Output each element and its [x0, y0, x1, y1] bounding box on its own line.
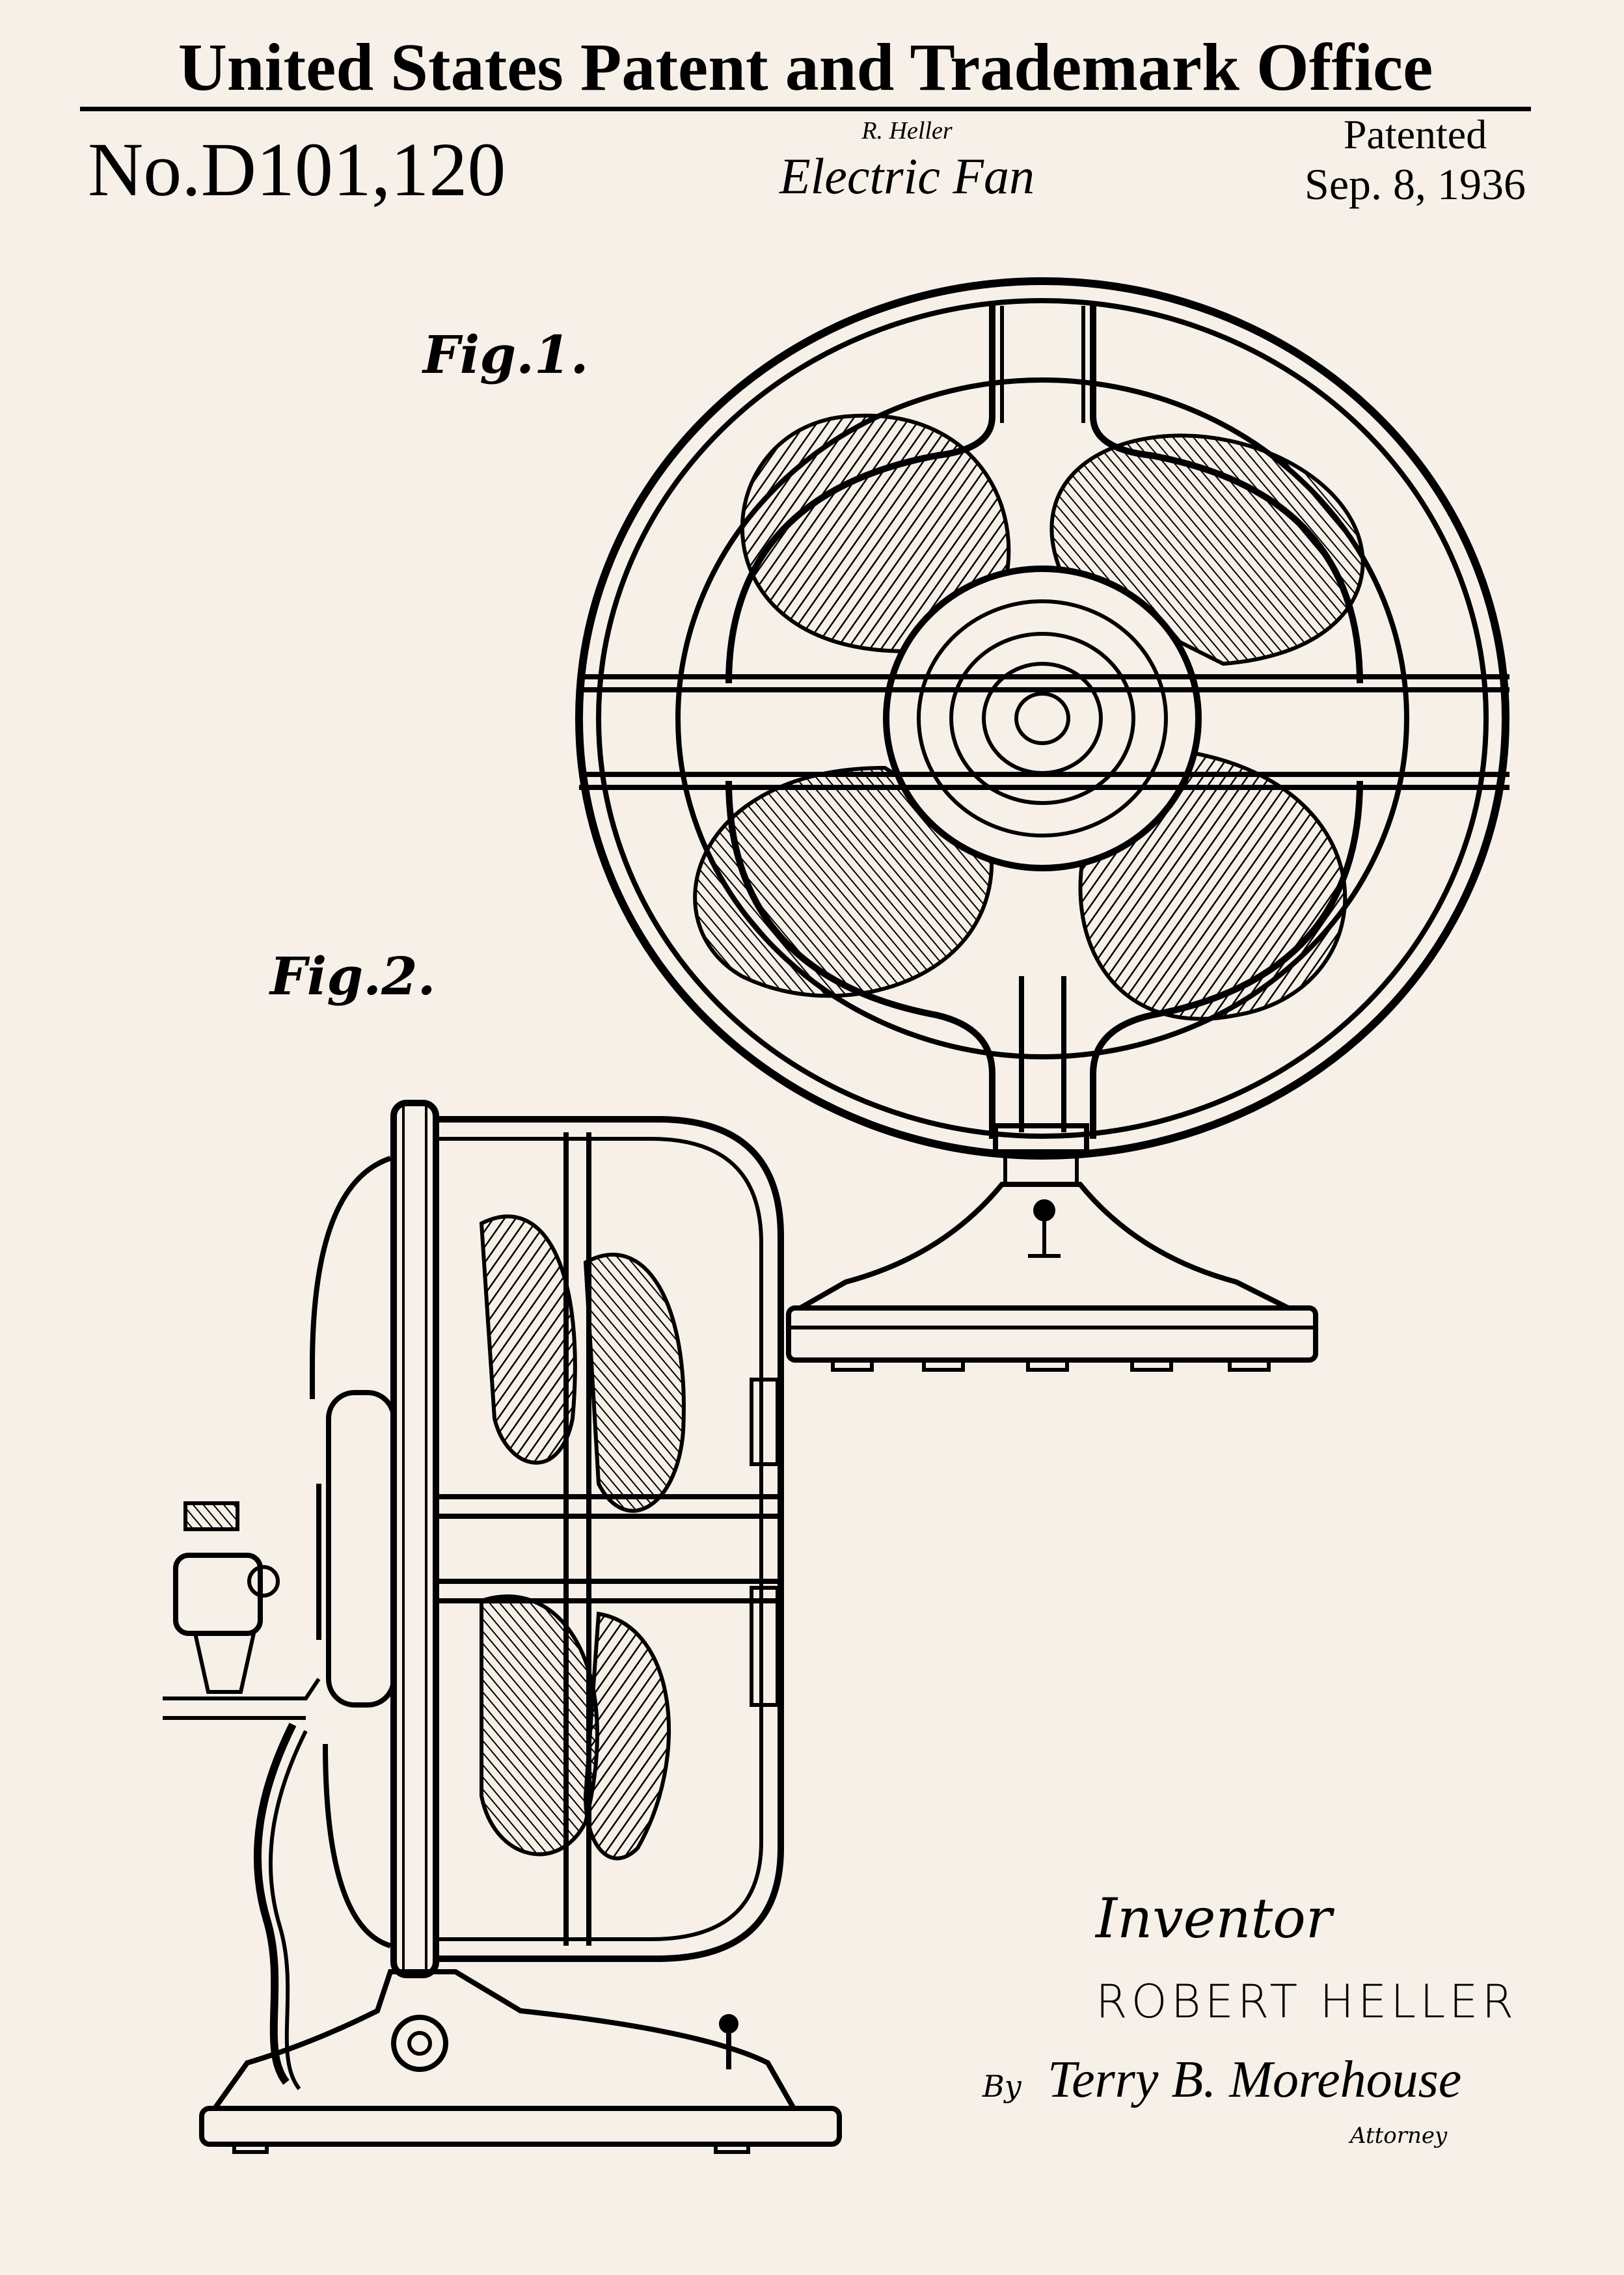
- inventor-short: R. Heller: [861, 117, 953, 144]
- office-title: United States Patent and Trademark Offic…: [178, 30, 1433, 105]
- patent-title: Electric Fan: [779, 148, 1035, 204]
- fig1-front-view: [575, 277, 1509, 1372]
- patented-label: Patented: [1343, 111, 1487, 157]
- patent-date: Sep. 8, 1936: [1305, 159, 1526, 209]
- inventor-name: ROBERT HELLER: [1096, 1975, 1518, 2028]
- by-label: By: [982, 2069, 1022, 2104]
- attorney-signature: Terry B. Morehouse: [1048, 2051, 1462, 2108]
- attorney-label: Attorney: [1350, 2123, 1448, 2149]
- inventor-label: Inventor: [1096, 1887, 1333, 1950]
- fig2-side-view: [163, 1100, 842, 2154]
- fig2-label: Fig.2.: [270, 946, 436, 1007]
- fig1-label: Fig.1.: [423, 324, 589, 385]
- patent-number: No.D101,120: [88, 127, 506, 212]
- header-rule: [80, 107, 1531, 111]
